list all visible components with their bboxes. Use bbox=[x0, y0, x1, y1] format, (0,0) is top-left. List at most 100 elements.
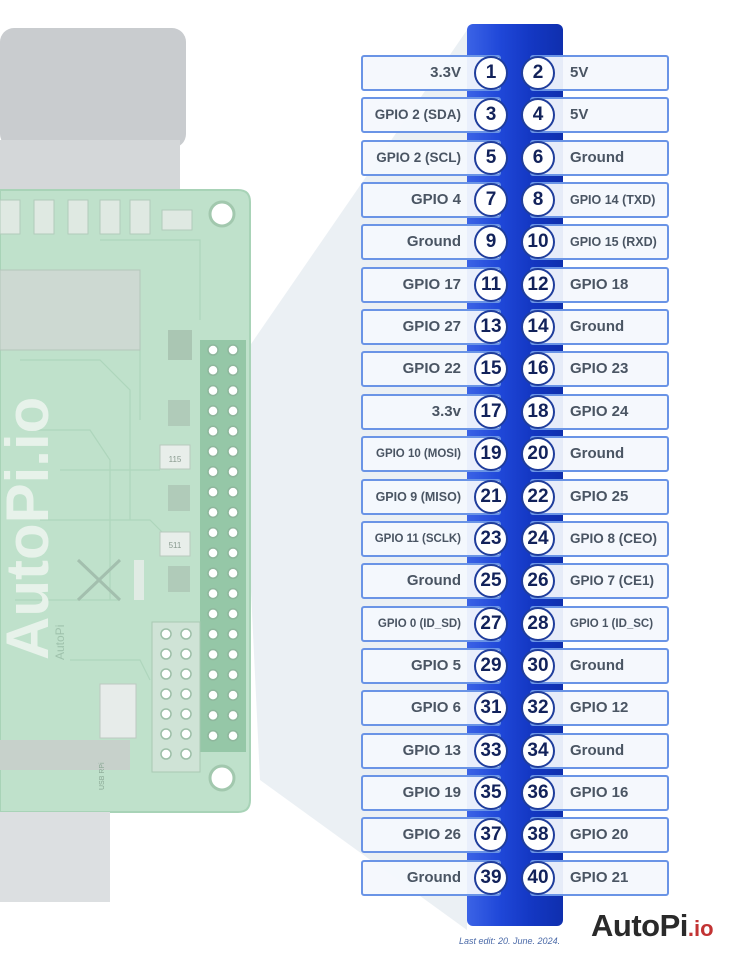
pin-number: 24 bbox=[521, 521, 555, 556]
header-pin-dot bbox=[227, 587, 239, 600]
pin-label: 5V bbox=[570, 64, 589, 81]
pin-number: 33 bbox=[474, 733, 508, 768]
header-pin-dot bbox=[207, 628, 219, 640]
pin-label-box-right bbox=[530, 817, 669, 854]
header-pin-dot bbox=[227, 689, 239, 701]
header-pin-dot bbox=[207, 709, 219, 722]
pin-label: GPIO 23 bbox=[570, 360, 629, 378]
pin-number: 38 bbox=[521, 818, 555, 853]
pin-number: 19 bbox=[474, 437, 508, 472]
ic-label-2: 511 bbox=[169, 541, 182, 550]
pin-number: 6 bbox=[521, 140, 555, 175]
pin-number: 11 bbox=[474, 267, 508, 302]
pin-label: Ground bbox=[570, 445, 625, 463]
pin-number: 21 bbox=[474, 479, 508, 514]
pin-label: GPIO 25 bbox=[570, 487, 629, 505]
pin-label: GPIO 16 bbox=[570, 783, 629, 801]
pin-number: 9 bbox=[474, 225, 508, 260]
header-pin-dot bbox=[227, 486, 239, 498]
pin-row: GPIO 26 GPIO 20 37 38 bbox=[0, 817, 740, 855]
pin-number: 23 bbox=[474, 521, 508, 556]
pin-label: GPIO 22 bbox=[402, 360, 461, 378]
pin-number: 3 bbox=[474, 98, 508, 133]
pin-number: 30 bbox=[521, 648, 555, 683]
pin-label: GPIO 21 bbox=[570, 868, 629, 886]
header-pin-dot bbox=[227, 608, 239, 620]
header-pin-dot bbox=[227, 425, 239, 437]
connector-pin-dot bbox=[180, 688, 192, 700]
header-pin-dot bbox=[227, 344, 239, 356]
header-pin-dot bbox=[227, 405, 239, 417]
connector-pin-dot bbox=[180, 668, 192, 680]
header-pin-dot bbox=[207, 567, 219, 580]
header-pin-dot bbox=[227, 506, 239, 519]
pin-label: Ground bbox=[406, 868, 461, 886]
connector-pin-dot bbox=[160, 748, 172, 760]
pin-label: Ground bbox=[570, 741, 625, 759]
header-pin-dot bbox=[227, 567, 239, 580]
header-pin-dot bbox=[207, 526, 219, 539]
pin-label-box-right bbox=[530, 351, 669, 388]
pin-label: 3.3V bbox=[430, 64, 461, 81]
header-pin-dot bbox=[227, 445, 239, 458]
board-small-text: AutoPi bbox=[53, 625, 67, 660]
header-pin-dot bbox=[207, 384, 219, 397]
pin-label: GPIO 10 (MOSI) bbox=[376, 448, 461, 461]
pin-label: GPIO 17 bbox=[402, 275, 461, 293]
pin-label: GPIO 2 (SCL) bbox=[376, 149, 461, 165]
header-pin-dot bbox=[207, 506, 219, 519]
autopi-logo: AutoPi.io bbox=[591, 908, 714, 948]
pin-number: 34 bbox=[521, 733, 555, 768]
logo-suffix-text: .io bbox=[687, 916, 714, 941]
pin-label: Ground bbox=[570, 318, 625, 336]
pin-number: 13 bbox=[474, 310, 508, 345]
header-pin-dot bbox=[207, 364, 219, 377]
pin-label: Ground bbox=[570, 148, 625, 166]
pin-label: GPIO 5 bbox=[410, 656, 461, 674]
header-pin-dot bbox=[207, 405, 219, 417]
last-edit-note: Last edit: 20. June. 2024. bbox=[459, 936, 561, 946]
pin-label: GPIO 2 (SDA) bbox=[374, 107, 461, 123]
header-pin-dot bbox=[207, 445, 219, 458]
header-pin-dot bbox=[207, 587, 219, 600]
pin-label: Ground bbox=[406, 233, 461, 251]
pin-label: GPIO 20 bbox=[570, 826, 629, 844]
pin-label: Ground bbox=[406, 572, 461, 590]
connector-pin-dot bbox=[160, 628, 172, 640]
header-pin-dot bbox=[227, 547, 239, 559]
header-pin-dot bbox=[207, 648, 219, 661]
pin-label: GPIO 18 bbox=[570, 275, 629, 293]
pin-number: 37 bbox=[474, 818, 508, 853]
connector-pin-dot bbox=[160, 728, 172, 740]
connector-pin-dot bbox=[180, 728, 192, 740]
pin-label: GPIO 8 (CEO) bbox=[570, 530, 658, 546]
pin-label: GPIO 4 bbox=[410, 191, 461, 209]
pin-number: 8 bbox=[521, 183, 555, 218]
pin-number: 17 bbox=[474, 394, 508, 429]
pin-number: 26 bbox=[521, 564, 555, 599]
pin-number: 15 bbox=[474, 352, 508, 387]
pin-number: 29 bbox=[474, 648, 508, 683]
connector-pin-dot bbox=[180, 648, 192, 660]
connector-pin-dot bbox=[160, 648, 172, 660]
header-pin-dot bbox=[207, 486, 219, 498]
pin-number: 40 bbox=[521, 860, 555, 895]
pin-label: GPIO 13 bbox=[402, 741, 461, 759]
header-pin-dot bbox=[207, 547, 219, 559]
header-pin-dot bbox=[227, 669, 239, 681]
header-pin-dot bbox=[227, 364, 239, 377]
pin-row: GPIO 5 Ground 29 30 bbox=[0, 647, 740, 686]
pin-label: GPIO 12 bbox=[570, 699, 629, 717]
pin-label: Ground bbox=[570, 656, 625, 674]
header-pin-dot bbox=[207, 669, 219, 681]
pin-label: GPIO 26 bbox=[402, 826, 461, 844]
